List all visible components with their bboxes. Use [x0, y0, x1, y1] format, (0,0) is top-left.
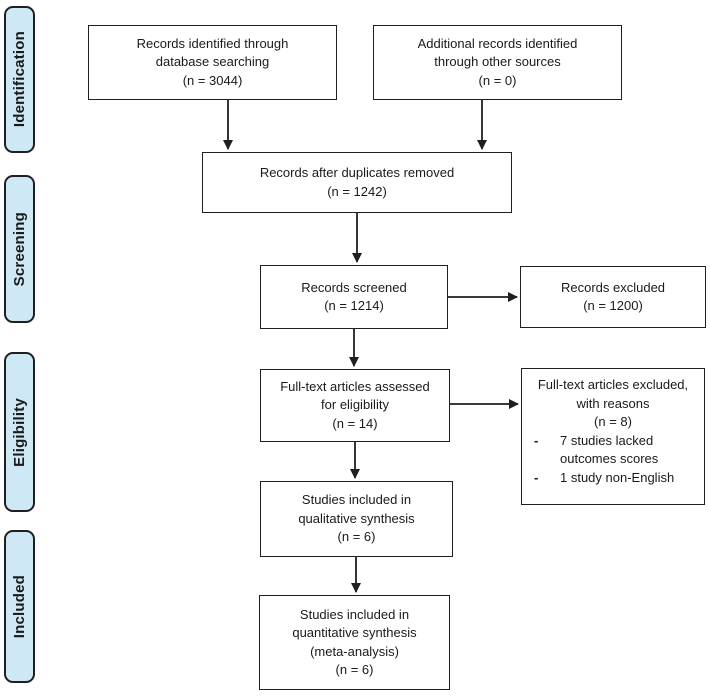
box-records-screened: Records screened (n = 1214) — [260, 265, 448, 329]
box-line: with reasons — [576, 395, 650, 411]
stage-label-text: Included — [11, 574, 28, 639]
box-qualitative-synthesis: Studies included in qualitative synthesi… — [260, 481, 453, 557]
box-line: through other sources — [434, 54, 561, 70]
bullet-dash: - — [534, 469, 539, 485]
box-count: (n = 1200) — [583, 298, 643, 313]
box-count: (n = 0) — [478, 72, 517, 88]
box-fulltext-assessed: Full-text articles assessed for eligibil… — [260, 369, 450, 442]
stage-label-eligibility: Eligibility — [4, 352, 35, 512]
box-line: Full-text articles assessed — [280, 378, 430, 394]
exclusion-reason-text: 1 study non-English — [560, 469, 675, 485]
stage-label-text: Identification — [11, 31, 28, 128]
box-count: (n = 1242) — [327, 183, 387, 199]
box-line: quantitative synthesis — [292, 625, 417, 640]
exclusion-reason-text: 7 studies lacked outcomes scores — [560, 432, 659, 467]
box-duplicates-removed: Records after duplicates removed (n = 12… — [202, 152, 512, 213]
box-count: (n = 6) — [337, 529, 376, 545]
box-count: (n = 3044) — [182, 72, 243, 88]
box-line: Studies included in — [301, 492, 412, 508]
bullet-dash: - — [534, 432, 539, 448]
box-line: Records screened — [301, 279, 407, 295]
box-line: for eligibility — [321, 397, 389, 413]
box-fulltext-excluded: Full-text articles excluded, with reason… — [521, 368, 705, 505]
box-records-identified: Records identified through database sear… — [88, 25, 337, 100]
exclusion-reason-item: - 1 study non-English — [526, 469, 700, 488]
box-count: (n = 8) — [594, 414, 632, 429]
box-line: Records excluded — [560, 279, 666, 295]
stage-label-text: Eligibility — [11, 397, 28, 467]
box-line: Records identified through — [136, 35, 289, 51]
box-count: (n = 14) — [332, 415, 378, 431]
box-count: (n = 6) — [335, 662, 374, 677]
box-additional-records: Additional records identified through ot… — [373, 25, 622, 100]
box-line: Records after duplicates removed — [259, 165, 455, 180]
stage-label-identification: Identification — [4, 6, 35, 153]
box-records-excluded: Records excluded (n = 1200) — [520, 266, 706, 328]
box-line: Full-text articles excluded, — [537, 377, 689, 392]
box-count: (n = 1214) — [324, 298, 384, 313]
box-line: Studies included in — [299, 606, 410, 622]
box-quantitative-synthesis: Studies included in quantitative synthes… — [259, 595, 450, 690]
stage-label-included: Included — [4, 530, 35, 683]
box-line: Additional records identified — [417, 35, 578, 51]
box-line: qualitative synthesis — [298, 510, 415, 526]
box-line: (meta-analysis) — [310, 643, 399, 659]
box-line: database searching — [155, 54, 270, 70]
stage-label-text: Screening — [11, 211, 28, 287]
stage-label-screening: Screening — [4, 175, 35, 323]
exclusion-reason-item: - 7 studies lacked outcomes scores — [526, 432, 700, 469]
